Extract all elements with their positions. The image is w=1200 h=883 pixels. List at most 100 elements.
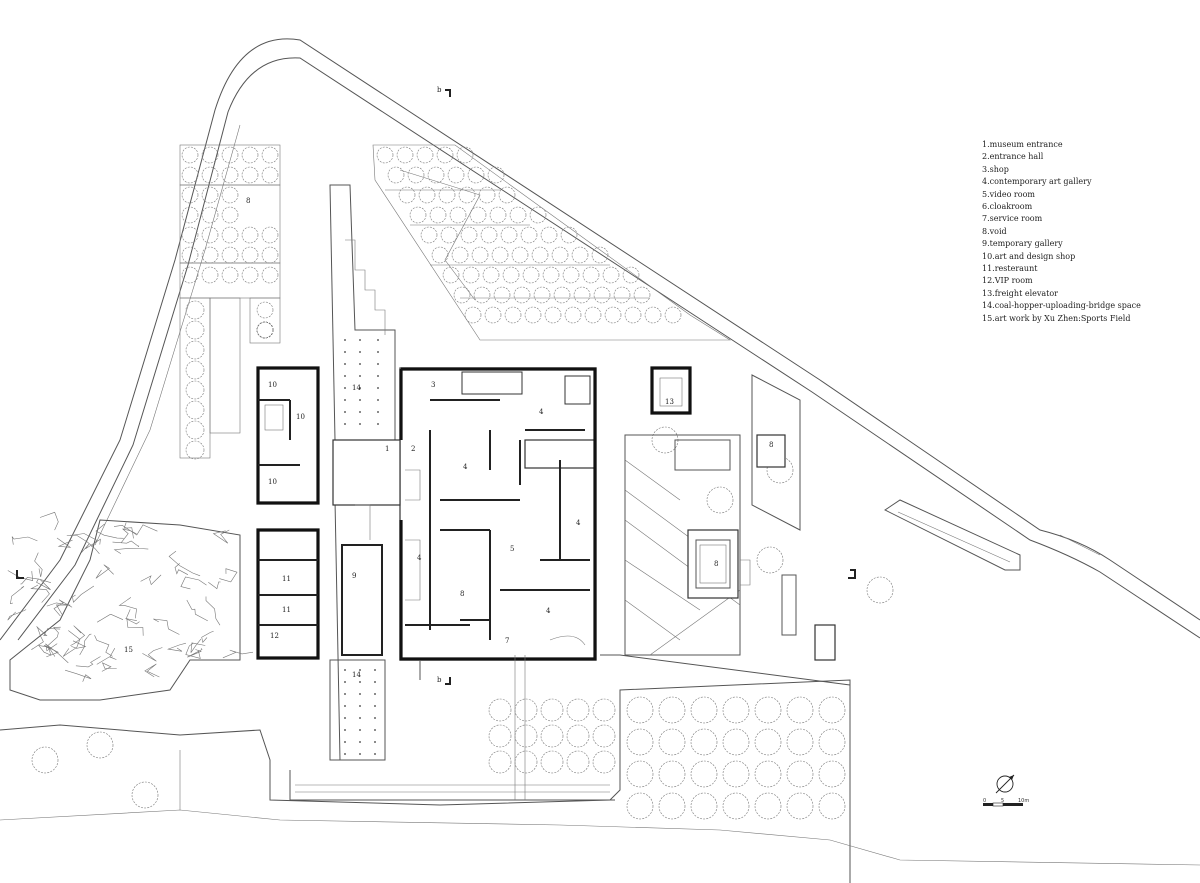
tree-icon xyxy=(201,226,219,244)
maze-path xyxy=(45,643,69,664)
tree-icon xyxy=(584,306,602,324)
tree-icon xyxy=(256,321,274,339)
tree-icon xyxy=(540,698,564,722)
tree-icon xyxy=(407,166,425,184)
tree-icon xyxy=(256,321,274,339)
maze-path xyxy=(126,609,144,636)
maze-path xyxy=(30,584,50,603)
tree-icon xyxy=(818,696,846,724)
tree-icon xyxy=(387,166,405,184)
tree-icon xyxy=(201,166,219,184)
legend-item: 14.coal-hopper-uploading-bridge space xyxy=(982,301,1141,311)
tree-icon xyxy=(633,286,651,304)
tree-icon xyxy=(449,206,467,224)
tree-icon xyxy=(181,166,199,184)
tree-icon xyxy=(591,246,609,264)
tree-icon xyxy=(261,266,279,284)
legend-item: 11.resteraunt xyxy=(982,264,1038,274)
maze-path xyxy=(20,577,51,585)
tree-icon xyxy=(221,246,239,264)
tree-icon xyxy=(498,186,516,204)
maze-path xyxy=(120,528,137,543)
column-mark xyxy=(377,387,379,389)
tree-icon xyxy=(241,146,259,164)
column-mark xyxy=(359,705,361,707)
tree-icon xyxy=(564,306,582,324)
tree-icon xyxy=(754,792,782,820)
tree-icon xyxy=(786,792,814,820)
tree-icon xyxy=(664,306,682,324)
column-mark xyxy=(374,717,376,719)
tree-icon xyxy=(562,266,580,284)
tree-icon xyxy=(592,750,616,774)
tree-icon xyxy=(185,340,205,360)
tree-icon xyxy=(491,246,509,264)
room-label: 14 xyxy=(352,384,361,392)
maze-path xyxy=(36,626,61,636)
tree-icon xyxy=(489,206,507,224)
room-label: 2 xyxy=(411,445,415,453)
maze-path xyxy=(96,648,117,665)
maze-path xyxy=(140,574,162,586)
room-label: 10 xyxy=(268,478,277,486)
tree-icon xyxy=(544,306,562,324)
tree-icon xyxy=(866,576,894,604)
column-mark xyxy=(374,681,376,683)
maze-path xyxy=(219,568,238,583)
room-label: 8 xyxy=(246,197,250,205)
legend-item: 9.temporary gallery xyxy=(982,239,1063,249)
column-mark xyxy=(377,411,379,413)
legend-item: 13.freight elevator xyxy=(982,288,1059,298)
tree-icon xyxy=(540,226,558,244)
tree-icon xyxy=(571,246,589,264)
tree-icon xyxy=(551,246,569,264)
room-label: 9 xyxy=(352,572,356,580)
tree-icon xyxy=(651,426,679,454)
tree-icon xyxy=(624,306,642,324)
tree-icon xyxy=(626,760,654,788)
maze-path xyxy=(208,581,221,590)
column-mark xyxy=(374,693,376,695)
column-mark xyxy=(359,681,361,683)
legend-item: 5.video room xyxy=(982,189,1035,199)
tree-icon xyxy=(464,306,482,324)
tree-icon xyxy=(418,186,436,204)
tree-icon xyxy=(181,266,199,284)
east-section xyxy=(624,366,751,656)
column-mark xyxy=(359,375,361,377)
tree-icon xyxy=(722,728,750,756)
tree-icon xyxy=(818,760,846,788)
tree-icon xyxy=(818,728,846,756)
maze-path xyxy=(81,538,101,553)
tree-field-left xyxy=(179,144,281,460)
maze-path xyxy=(167,642,186,652)
tree-icon xyxy=(529,206,547,224)
tree-icon xyxy=(261,166,279,184)
tree-icon xyxy=(514,698,538,722)
column-mark xyxy=(359,669,361,671)
maze-path xyxy=(65,669,92,682)
maze-path xyxy=(101,662,117,672)
tree-icon xyxy=(504,306,522,324)
column-mark xyxy=(344,339,346,341)
maze-path xyxy=(70,625,86,646)
tree-icon xyxy=(818,792,846,820)
room-label: 14 xyxy=(352,671,361,679)
maze-path xyxy=(185,643,201,659)
column-mark xyxy=(344,741,346,743)
tree-icon xyxy=(658,760,686,788)
maze-path xyxy=(56,537,73,548)
tree-icon xyxy=(447,166,465,184)
tree-icon xyxy=(261,226,279,244)
column-mark xyxy=(359,411,361,413)
temporary-gallery xyxy=(341,504,383,656)
room-label: 8 xyxy=(460,590,464,598)
maze-path xyxy=(75,656,101,668)
tree-icon xyxy=(131,781,159,809)
tree-icon xyxy=(511,246,529,264)
maze-path xyxy=(95,523,124,539)
artwork-sports-field xyxy=(7,511,254,701)
tree-icon xyxy=(582,266,600,284)
tree-icon xyxy=(566,724,590,748)
